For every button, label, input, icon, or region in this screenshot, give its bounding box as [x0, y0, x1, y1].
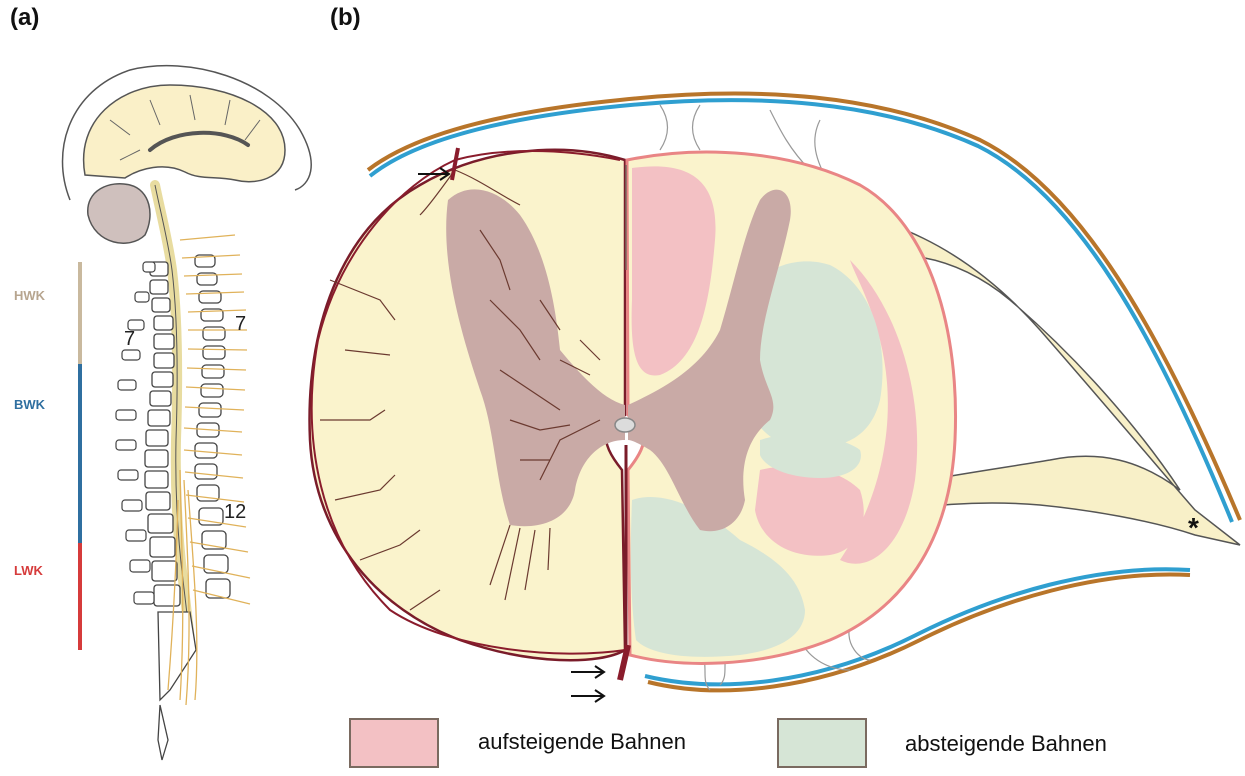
legend-label-descending: absteigende Bahnen: [905, 731, 1107, 757]
central-canal: [615, 418, 635, 432]
region-label-hwk: HWK: [14, 288, 45, 303]
legend-swatch-descending: [777, 718, 867, 768]
legend-swatch-ascending: [349, 718, 439, 768]
asterisk-marker: *: [1188, 512, 1199, 544]
spinous-processes: [195, 255, 230, 598]
vertebral-column: [145, 262, 196, 760]
vertebra-number-cervical: 7: [124, 328, 135, 351]
arrow-bottom-1: [571, 666, 604, 678]
arrow-bottom-2: [571, 690, 604, 702]
cerebellum: [88, 184, 150, 243]
region-label-lwk: LWK: [14, 563, 43, 578]
vertebra-number-thoracic-top: 7: [235, 313, 246, 336]
region-label-bwk: BWK: [14, 397, 45, 412]
vertebra-number-thoracic-end: 12: [224, 501, 246, 524]
legend-label-ascending: aufsteigende Bahnen: [478, 729, 686, 755]
cns-sagittal-illustration: [63, 66, 312, 760]
